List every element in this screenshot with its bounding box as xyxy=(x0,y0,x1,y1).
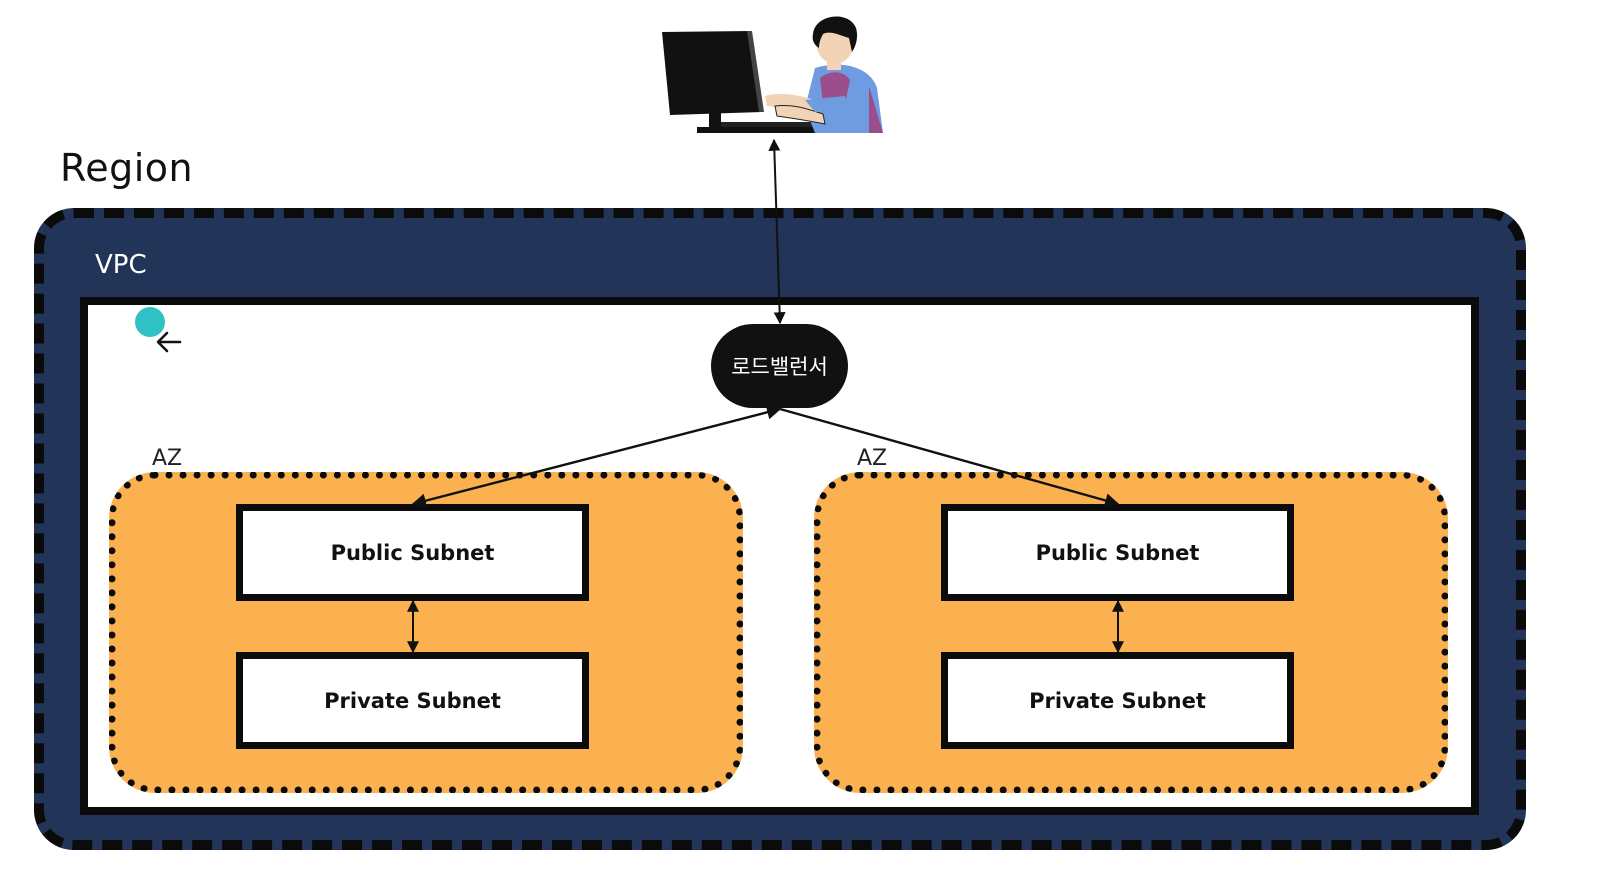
cursor-dot-icon xyxy=(135,307,165,337)
private-subnet-1-label: Private Subnet xyxy=(324,688,501,713)
region-label: Region xyxy=(60,146,194,190)
public-subnet-2[interactable]: Public Subnet xyxy=(941,504,1294,601)
load-balancer-node[interactable]: 로드밸런서 xyxy=(711,324,848,408)
az-label-1: AZ xyxy=(152,446,183,471)
private-subnet-2[interactable]: Private Subnet xyxy=(941,652,1294,749)
arrow-left-icon[interactable] xyxy=(154,328,184,356)
vpc-label: VPC xyxy=(95,250,147,280)
public-subnet-1-label: Public Subnet xyxy=(330,540,495,565)
private-subnet-1[interactable]: Private Subnet xyxy=(236,652,589,749)
load-balancer-label: 로드밸런서 xyxy=(731,355,828,379)
person-at-computer-icon xyxy=(662,16,883,133)
public-subnet-1[interactable]: Public Subnet xyxy=(236,504,589,601)
private-subnet-2-label: Private Subnet xyxy=(1029,688,1206,713)
public-subnet-2-label: Public Subnet xyxy=(1035,540,1200,565)
az-label-2: AZ xyxy=(857,446,888,471)
